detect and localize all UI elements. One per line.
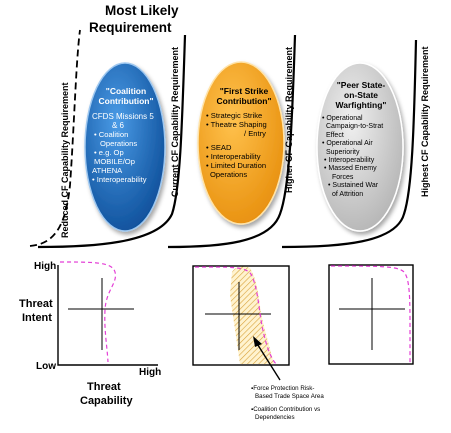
list-item: • e.g. Op xyxy=(94,148,124,157)
first-strike-oval-text: "First Strike Contribution" • Strategic … xyxy=(206,86,282,179)
most-likely-label: Most Likely xyxy=(105,3,179,18)
list-item: • Massed Enemy xyxy=(324,165,377,173)
note-line: Dependencies xyxy=(255,413,295,421)
list-item: • Interoperability xyxy=(92,175,147,184)
list-item: Operations xyxy=(100,139,138,148)
coalition-oval-text: "Coalition Contribution" CFDS Missions 5… xyxy=(88,86,164,184)
note-force-protection: ▪Force Protection Risk- Based Trade Spac… xyxy=(251,385,343,400)
threat-matrix-current xyxy=(57,261,158,366)
note-coalition-dependencies: ▪Coalition Contribution vs Dependencies xyxy=(251,406,351,421)
list-item: • Operational Air xyxy=(322,140,373,148)
list-item: Forces xyxy=(332,173,354,181)
list-item: • SEAD xyxy=(206,143,232,152)
pointer-arrow xyxy=(255,341,281,381)
higher-capability-label: Higher CF Capability Requirement xyxy=(284,46,294,193)
y-axis-label-intent: Intent xyxy=(22,312,52,324)
first-strike-contribution-oval xyxy=(197,61,285,225)
y-axis-high-label: High xyxy=(34,261,57,272)
coalition-oval-title: "Coalition Contribution" xyxy=(98,86,154,106)
list-item: • Interoperability xyxy=(324,157,375,165)
list-item: MOBILE/Op xyxy=(94,157,135,166)
current-requirement-curve xyxy=(37,34,187,249)
first-strike-oval-title: "First Strike Contribution" xyxy=(216,86,272,106)
threat-matrix-highest xyxy=(328,264,414,365)
note-line: Coalition Contribution vs xyxy=(253,406,321,413)
threat-matrix-higher xyxy=(192,265,290,381)
x-axis-label-threat: Threat xyxy=(87,381,121,393)
list-item: • Interoperability xyxy=(206,152,261,161)
current-capability-label: Current CF Capability Requirement xyxy=(170,46,180,197)
list-item: • Limited Duration xyxy=(206,161,267,170)
y-axis-label-threat: Threat xyxy=(19,298,53,310)
requirement-label: Requirement xyxy=(89,20,172,35)
list-item: • Coalition xyxy=(94,130,129,139)
list-item: • Operational xyxy=(322,115,363,122)
higher-requirement-curve xyxy=(167,34,297,249)
peer-state-oval-title: "Peer State-on-State Warfighting" xyxy=(335,80,387,110)
x-axis-label-capability: Capability xyxy=(80,395,133,407)
list-item: • Strategic Strike xyxy=(206,111,263,120)
list-item: Superiority xyxy=(326,148,360,156)
reduced-capability-label: Reduced CF Capability Requirement xyxy=(60,82,70,238)
note-line: Force Protection Risk- xyxy=(253,385,315,392)
list-item: & 6 xyxy=(112,121,125,130)
list-item: Campaign-to-Strat xyxy=(326,123,384,131)
reduced-requirement-curve xyxy=(29,29,81,247)
peer-state-oval-text: "Peer State-on-State Warfighting" • Oper… xyxy=(322,80,400,199)
bullet-icon: ▪ xyxy=(251,385,254,392)
y-axis-low-label: Low xyxy=(36,361,56,372)
note-line: Based Trade Space Area xyxy=(255,392,324,400)
bullet-icon: ▪ xyxy=(251,406,254,413)
peer-state-warfighting-oval xyxy=(316,62,404,232)
list-item: ATHENA xyxy=(92,166,123,175)
trade-space-hatched-area xyxy=(230,266,274,364)
highest-capability-label: Highest CF Capability Requirement xyxy=(420,46,430,197)
list-item: Effect xyxy=(326,131,344,139)
list-item: • Theatre Shaping xyxy=(206,120,267,129)
list-item: • Sustained War xyxy=(328,182,379,190)
x-axis-high-label: High xyxy=(139,367,162,378)
list-item: CFDS Missions 5 xyxy=(92,112,154,121)
list-item: Operations xyxy=(210,170,248,179)
coalition-contribution-oval xyxy=(84,62,166,232)
list-item: of Attrition xyxy=(332,190,364,198)
highest-requirement-curve xyxy=(281,39,418,249)
list-item: / Entry xyxy=(244,129,266,138)
